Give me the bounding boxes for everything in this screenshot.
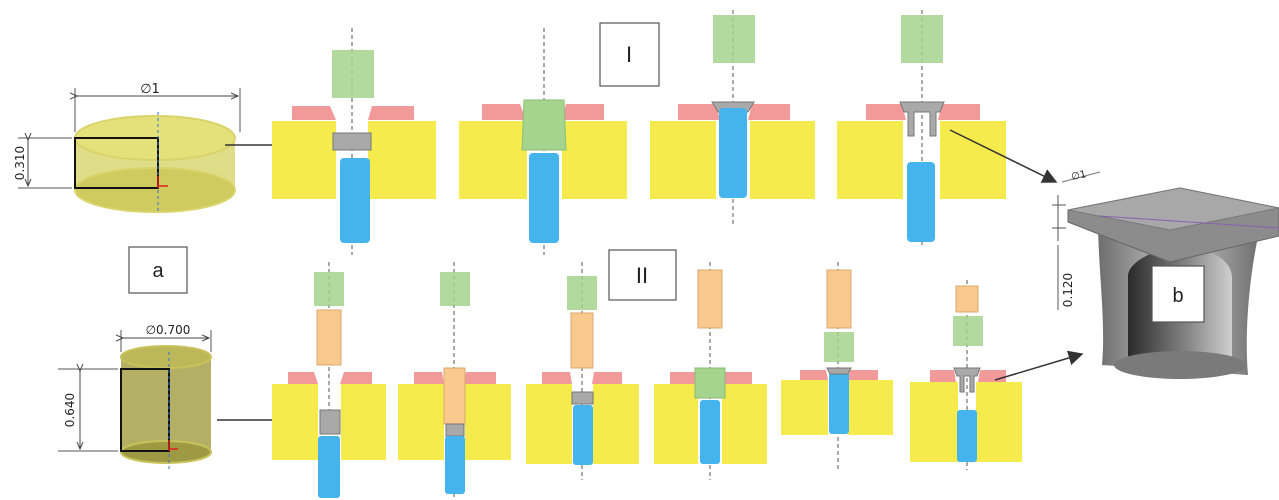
blank-two-height-label: 0.640	[63, 393, 77, 427]
blank-one: ∅1 0.310	[13, 82, 241, 214]
stage-two-step-6	[910, 280, 1022, 470]
stage-one-label-box: I	[599, 22, 660, 87]
stage-two-step-3	[526, 262, 639, 480]
label-a-box: a	[128, 246, 188, 294]
stage-two-label: II	[636, 263, 648, 288]
stage-two-step-4	[654, 262, 767, 480]
blank-two: ∅0.700 0.640	[58, 323, 212, 470]
stage-two-step-2	[398, 262, 511, 498]
stage-one-step-1	[272, 28, 436, 255]
stage-one-step-4	[837, 10, 1006, 245]
blank-two-diameter-label: ∅0.700	[146, 323, 191, 337]
stage-one-label: I	[626, 42, 632, 67]
part-wall-label: 0.120	[1061, 273, 1075, 307]
blank-one-diameter-label: ∅1	[140, 82, 160, 97]
stage-two-step-1	[272, 262, 386, 498]
blank-one-height-label: 0.310	[13, 146, 27, 180]
stage-one-step-2	[459, 28, 627, 255]
stage-two-label-box: II	[608, 249, 677, 301]
finished-part: ∅1 0.120 b	[1052, 169, 1279, 379]
part-diameter-label: ∅1	[1070, 169, 1087, 183]
stage-two-step-5	[781, 262, 893, 470]
stage-one-step-3	[650, 10, 815, 225]
label-a: a	[152, 260, 164, 282]
label-b: b	[1172, 285, 1183, 307]
